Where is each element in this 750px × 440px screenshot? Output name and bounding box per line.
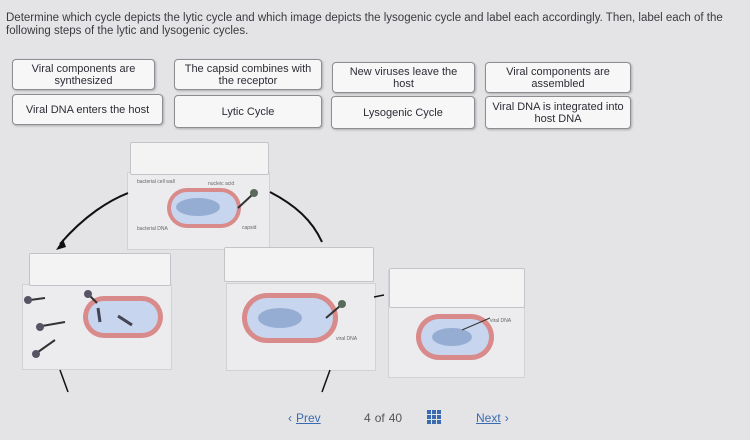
- page-total: 40: [388, 411, 403, 425]
- drop-zone-left[interactable]: [29, 253, 171, 286]
- arrow-bottom-middle: [321, 369, 331, 393]
- drop-zone-top[interactable]: [130, 142, 269, 175]
- label-capsid-combines-receptor[interactable]: The capsid combines with the receptor: [174, 59, 322, 90]
- chevron-right-icon: ›: [504, 411, 509, 425]
- label-viral-components-synthesized[interactable]: Viral components are synthesized: [12, 59, 155, 90]
- next-button[interactable]: Next ›: [476, 411, 509, 425]
- instructions-text: Determine which cycle depicts the lytic …: [6, 12, 723, 37]
- page-current: 4: [364, 411, 371, 425]
- next-label: Next: [476, 411, 501, 425]
- arrow-bottom-left: [59, 369, 69, 393]
- label-viral-dna-integrated[interactable]: Viral DNA is integrated into host DNA: [485, 96, 631, 129]
- label-viral-components-assembled[interactable]: Viral components are assembled: [485, 62, 631, 93]
- label-lysogenic-cycle[interactable]: Lysogenic Cycle: [331, 96, 475, 129]
- drop-zone-middle[interactable]: [224, 247, 374, 282]
- grid-icon[interactable]: [427, 410, 441, 424]
- cycle-arrow-left: [59, 192, 129, 245]
- cycle-arc-right: [269, 191, 323, 243]
- page-of: of: [374, 411, 385, 425]
- diagram-panel-attachment: [127, 172, 270, 250]
- prev-label: Prev: [296, 411, 321, 425]
- label-viral-dna-enters-host[interactable]: Viral DNA enters the host: [12, 94, 163, 125]
- label-lytic-cycle[interactable]: Lytic Cycle: [174, 95, 322, 128]
- label-new-viruses-leave-host[interactable]: New viruses leave the host: [332, 62, 475, 93]
- cycle-arrowhead-left: [56, 239, 66, 250]
- drop-zone-right[interactable]: [389, 268, 525, 308]
- chevron-left-icon: ‹: [288, 411, 292, 425]
- diagram-panel-bottom-left: [22, 284, 172, 370]
- page-indicator: 4 of 40: [364, 411, 402, 425]
- diagram-panel-bottom-middle: [226, 283, 376, 371]
- prev-button[interactable]: ‹ Prev: [288, 411, 321, 425]
